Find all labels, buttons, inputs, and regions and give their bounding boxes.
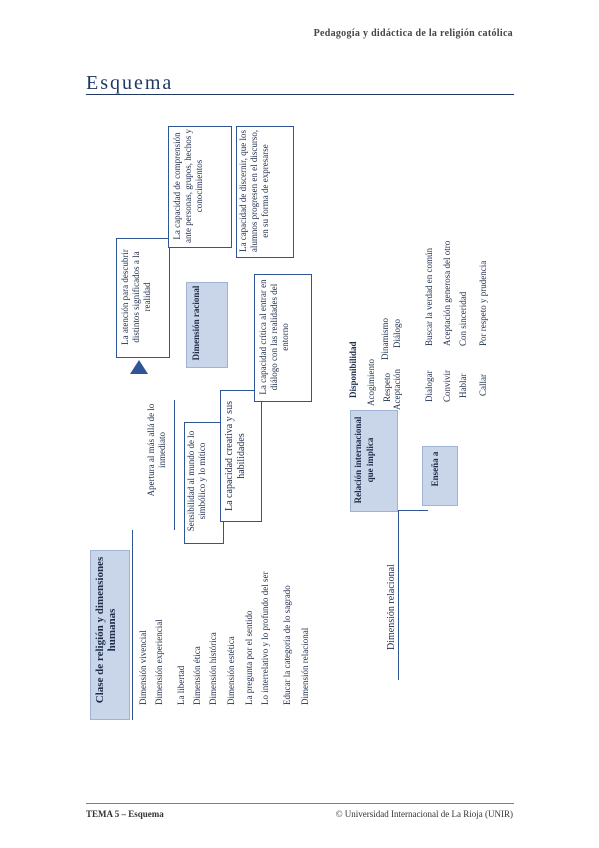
relacion-sub-item: Diálogo (392, 319, 402, 348)
racional-sensibilidad: Sensibilidad al mundo de lo simbólico y … (186, 430, 207, 532)
racional-creatividad: La capacidad creativa y sus habilidades (224, 401, 247, 511)
main-box (90, 550, 130, 720)
dimension-item: Dimensión relacional (300, 627, 310, 705)
racional-comprension: La capacidad de comprensión ante persona… (172, 129, 204, 243)
concept-diagram: Clase de religión y dimensiones humanas … (86, 110, 514, 790)
discernir-box (236, 126, 294, 258)
arrow-up-icon (130, 360, 148, 374)
ensenia-item: Hablar (458, 373, 468, 399)
relacional-label: Dimensión relacional (386, 564, 397, 650)
racional-label: Dimensión racional (191, 285, 201, 361)
racional-discernir: La capacidad de discernir, que los alumn… (238, 129, 270, 253)
page-title: Esquema (86, 72, 174, 94)
relacion-box (350, 410, 398, 512)
relacion-item: Disponibilidad (348, 341, 358, 398)
dimension-item: Dimensión histórica (208, 632, 218, 705)
relacional-spine (398, 510, 399, 680)
dimension-item: Lo interrelativo y lo profundo del ser (260, 571, 270, 705)
ensenia-result: Por respeto y prudencia (478, 260, 488, 346)
running-header: Pedagogía y didáctica de la religión cat… (313, 28, 513, 39)
title-divider (86, 94, 514, 95)
ensenia-item: Dialogar (424, 370, 434, 403)
ensenia-item: Callar (478, 374, 488, 396)
bracket-line (174, 400, 175, 530)
relacion-item: Respeto (382, 373, 392, 402)
dimension-item: La libertad (176, 665, 186, 705)
dimension-item: Dimensión vivencial (138, 630, 148, 705)
dimension-item: Dimensión estética (226, 636, 236, 705)
relacion-box-label: Relación internacional que implica (353, 416, 375, 504)
ensenia-box (422, 446, 458, 506)
footer-right: © Universidad Internacional de La Rioja … (335, 809, 513, 819)
comprension-box (168, 126, 232, 248)
ensenia-result: Con sinceridad (458, 291, 468, 346)
footer-divider (86, 803, 514, 804)
ensenia-box-label: Enseña a (430, 451, 440, 487)
dimension-item: Educar la categoría de lo sagrado (282, 585, 292, 705)
dimension-item: Dimensión ética (192, 646, 202, 705)
atencion-box (116, 238, 170, 358)
dimensions-spine (132, 530, 133, 720)
creatividad-box (220, 390, 262, 522)
racional-atencion: La atención para descubrir distintos sig… (120, 249, 152, 345)
ensenia-item: Convivir (442, 369, 452, 402)
relacion-item: Aceptación (392, 369, 402, 410)
racional-critica: La capacidad crítica al entrar en diálog… (258, 279, 290, 395)
main-box-label: Clase de religión y dimensiones humanas (94, 556, 118, 704)
footer-left: TEMA 5 – Esquema (86, 809, 164, 819)
critica-box (254, 274, 312, 402)
ensenia-result: Buscar la verdad en común (424, 248, 434, 346)
racional-apertura: Apertura al más allá de lo inmediato (146, 403, 167, 497)
ensenia-connector (398, 510, 428, 511)
racional-box (186, 282, 228, 368)
dimension-item: Dimensión experiencial (154, 619, 164, 705)
relacion-item: Acogimiento (366, 359, 376, 406)
dimension-item: La pregunta por el sentido (244, 610, 254, 705)
relacion-sub-item: Dinamismo (380, 318, 390, 360)
sensibilidad-box (184, 422, 224, 544)
ensenia-result: Aceptación generosa del otro (442, 240, 452, 346)
